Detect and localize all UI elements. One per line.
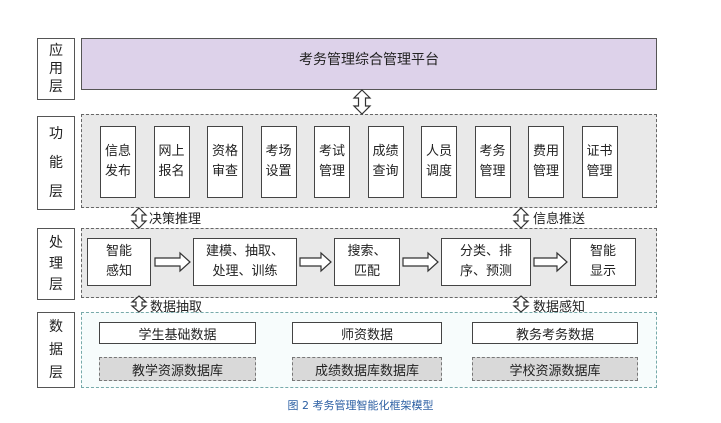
double-arrow-decision [130,207,148,229]
function-module: 考务管理 [474,126,511,198]
double-arrow-info-push [512,207,530,229]
right-arrow-2 [299,251,332,273]
function-module: 人员调度 [421,126,457,198]
layer-char: 应 [49,43,63,59]
function-module: 网上报名 [153,126,190,198]
layer-label-data: 数 据 层 [37,312,75,388]
flow-label-info-push: 信息推送 [533,212,586,227]
process-line: 序、预测 [459,264,512,279]
data-source-label: 师资数据 [340,327,393,343]
data-source-label: 学生基础数据 [138,327,217,343]
database-label: 教学资源数据库 [131,363,223,379]
double-arrow-platform [352,89,372,115]
process-line: 处理、训练 [212,264,278,279]
layer-char: 用 [49,61,63,77]
function-module: 费用管理 [528,126,564,198]
data-source-student: 学生基础数据 [99,322,256,344]
right-arrow-1 [154,251,191,273]
process-line: 智能 [105,244,132,259]
process-step-display: 智能显示 [570,238,636,286]
layer-label-processing: 处 理 层 [37,228,75,300]
data-source-exam-affairs: 教务考务数据 [472,322,638,344]
database-label: 学校资源数据库 [509,363,601,379]
process-step-search: 搜索、匹配 [334,238,400,286]
layer-label-application: 应 用 层 [37,38,75,100]
layer-char: 处 [49,234,63,251]
function-module: 信息发布 [100,126,136,198]
layer-char: 层 [49,183,63,200]
function-module-label: 信息发布 [104,144,131,179]
figure-caption: 图 2 考务管理智能化框架模型 [287,399,434,412]
process-line: 建模、抽取、 [205,244,284,259]
process-line: 分类、排 [459,244,512,259]
right-arrow-3 [402,251,439,273]
process-line: 匹配 [353,264,380,279]
layer-char: 层 [49,79,63,95]
layer-char: 据 [49,341,63,358]
function-module-label: 网上报名 [158,144,185,179]
database-label: 成绩数据库数据库 [314,363,419,379]
data-source-label: 教务考务数据 [515,327,594,343]
function-module: 证书管理 [581,126,618,198]
process-line: 搜索、 [347,244,387,259]
function-module: 资格审查 [207,126,243,198]
layer-char: 功 [49,126,63,143]
process-line: 感知 [105,264,132,279]
flow-label-decision: 决策推理 [149,212,202,227]
layer-char: 数 [49,319,63,336]
database-school: 学校资源数据库 [472,357,638,381]
process-line: 显示 [589,264,616,279]
function-module-label: 资格审查 [211,144,238,179]
function-module: 考试管理 [314,126,350,198]
data-source-teacher: 师资数据 [292,322,442,344]
function-module-label: 费用管理 [532,144,559,179]
process-step-modeling: 建模、抽取、处理、训练 [193,238,297,286]
function-module-label: 考试管理 [318,144,345,179]
function-module-label: 成绩查询 [372,144,399,179]
double-arrow-extract [130,295,148,313]
function-module-label: 人员调度 [425,144,452,179]
function-module: 成绩查询 [367,126,404,198]
platform-box: 考务管理综合管理平台 [81,38,657,90]
layer-label-function: 功 能 层 [37,116,75,210]
process-line: 智能 [589,244,616,259]
layer-char: 理 [49,255,63,272]
process-step-classify: 分类、排序、预测 [441,238,531,286]
function-module: 考场设置 [260,126,297,198]
process-step-sense: 智能感知 [87,238,151,286]
double-arrow-sense [512,295,530,313]
layer-char: 能 [49,154,63,171]
database-teaching: 教学资源数据库 [99,357,256,381]
function-module-label: 证书管理 [586,144,613,179]
flow-label-extract: 数据抽取 [150,300,203,315]
database-scores: 成绩数据库数据库 [292,357,442,381]
right-arrow-4 [533,251,568,273]
layer-char: 层 [49,277,63,294]
layer-char: 层 [49,364,63,381]
platform-title: 考务管理综合管理平台 [299,52,439,68]
function-module-label: 考务管理 [479,144,506,179]
flow-label-sense: 数据感知 [533,300,586,315]
function-module-label: 考场设置 [265,144,292,179]
